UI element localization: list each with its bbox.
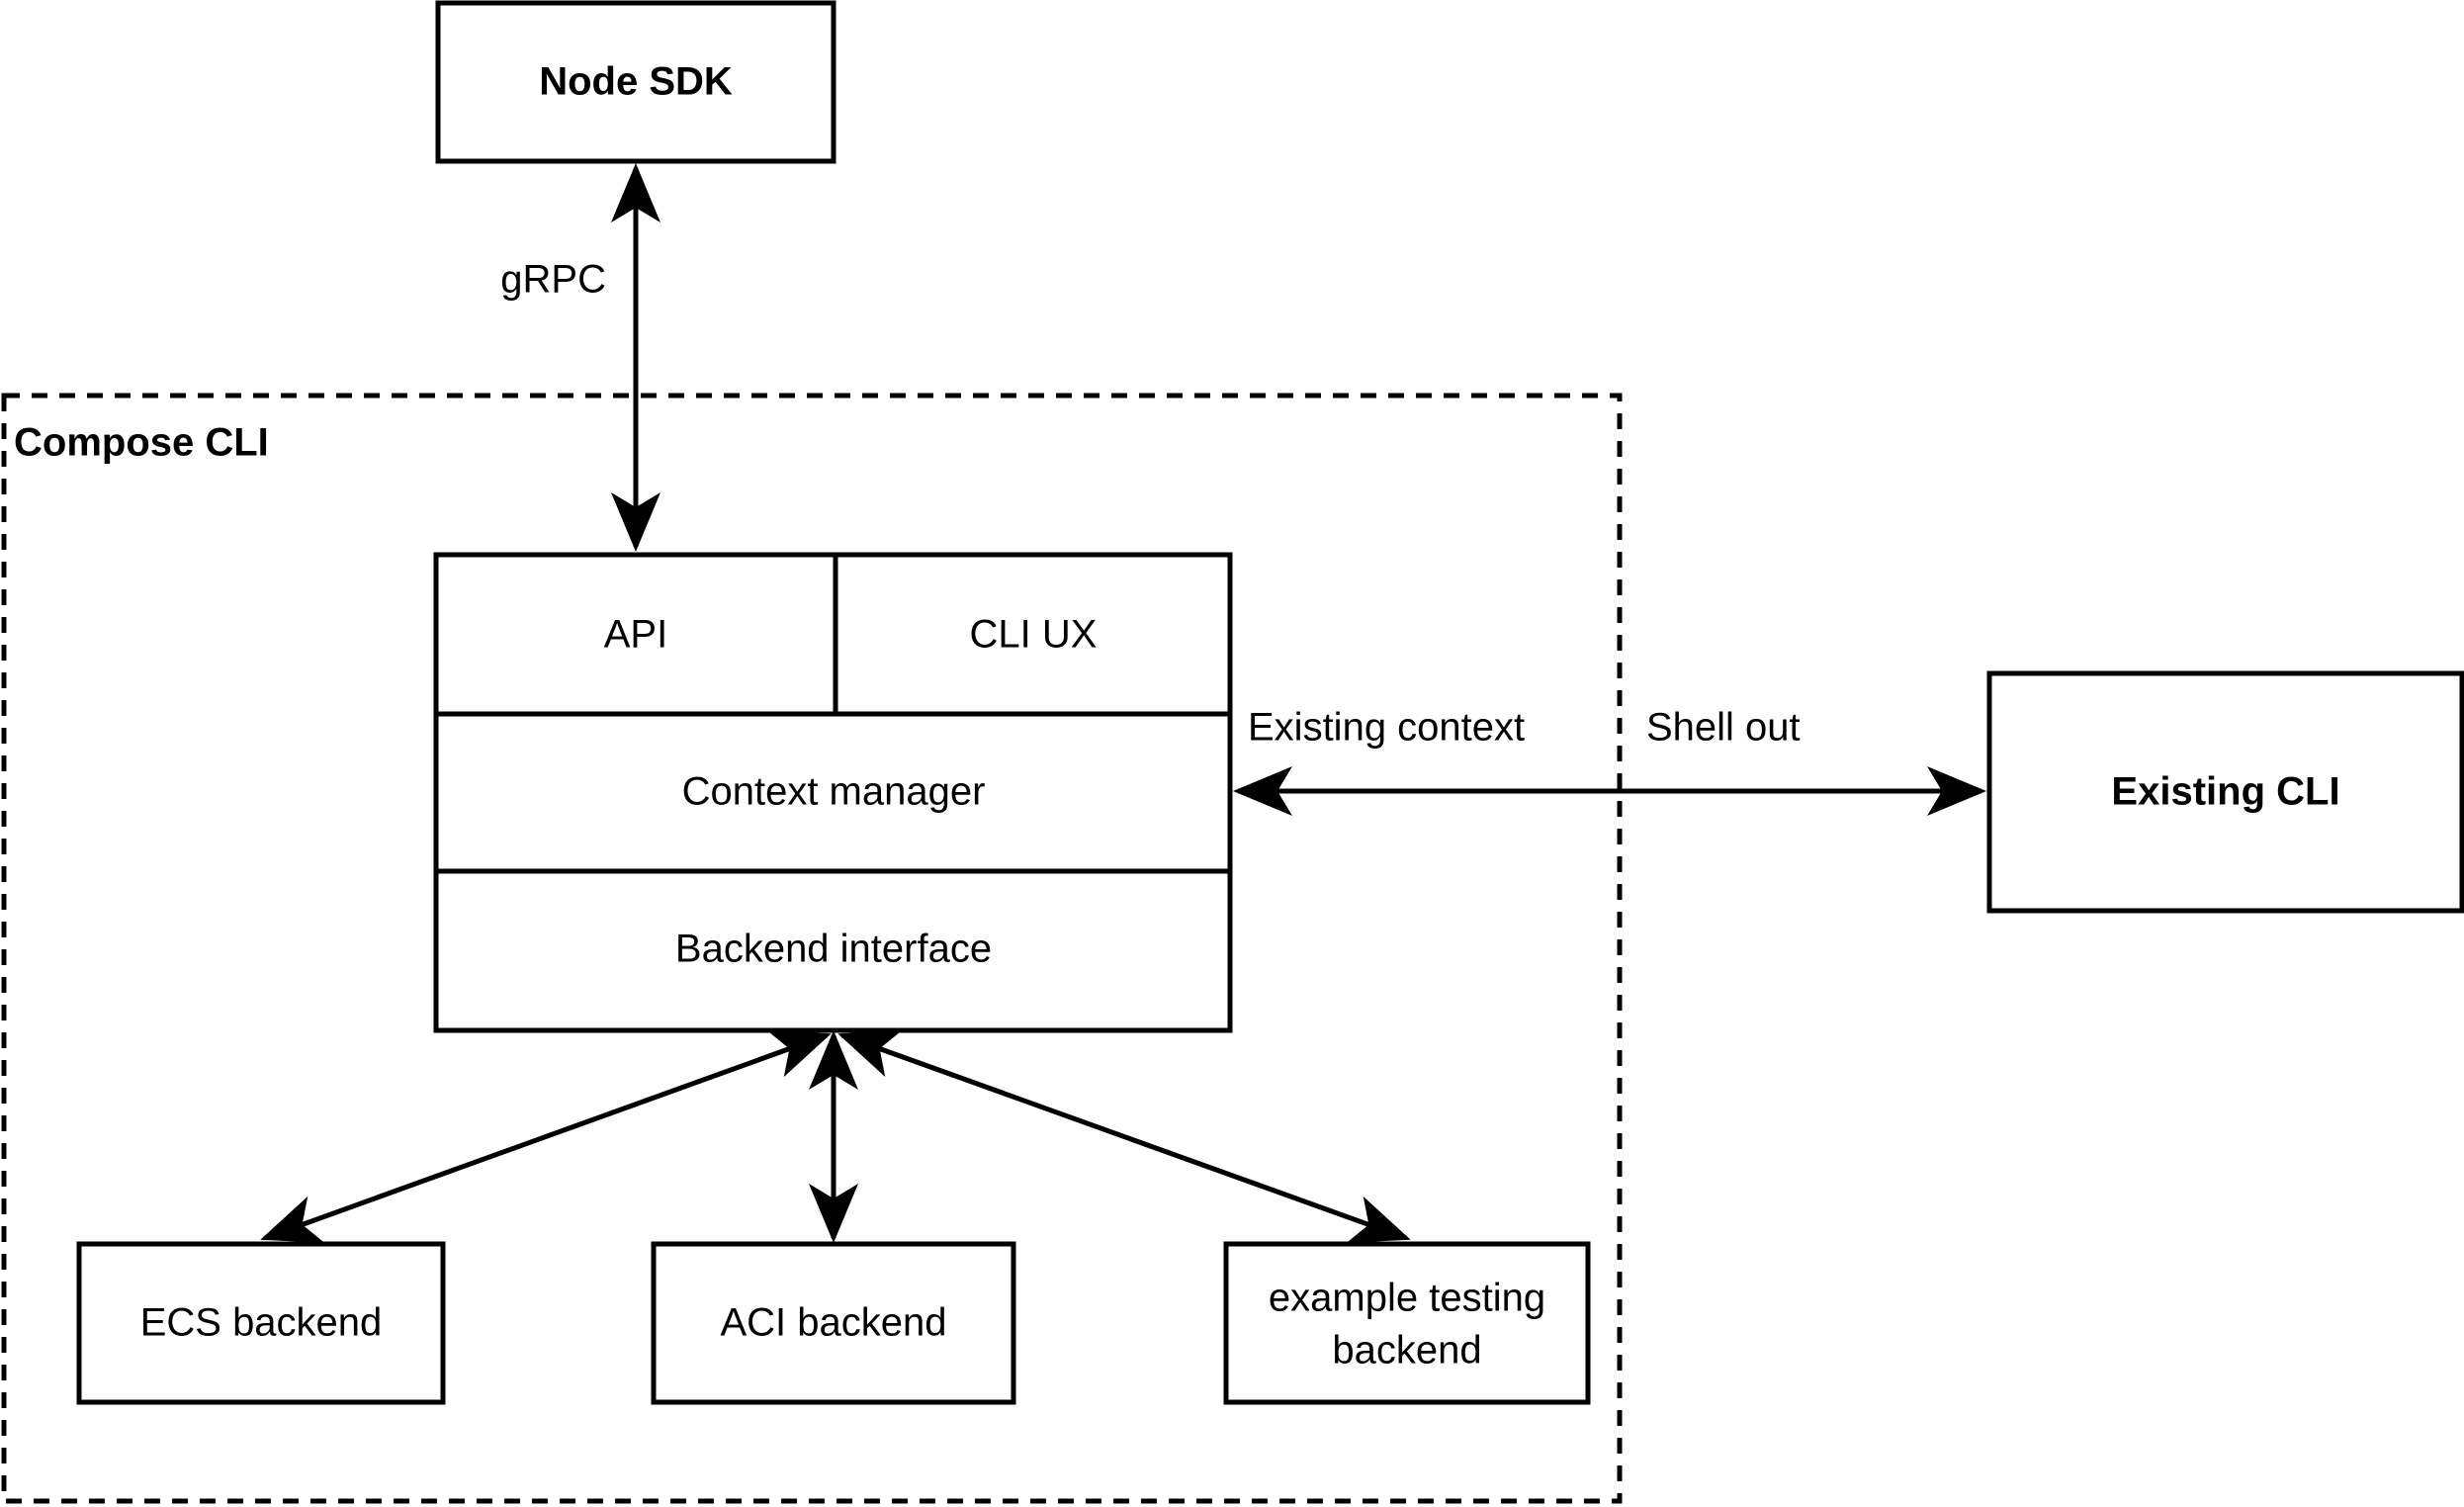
ecs-backend-label: ECS backend [140,1301,383,1345]
existing-cli-label: Existing CLI [2111,770,2339,814]
aci-backend-label: ACI backend [720,1301,946,1345]
example-testing-backend-label-line1: example testing [1269,1277,1545,1320]
api-label: API [604,613,667,657]
existing-context-edge-label: Existing context [1248,706,1525,750]
aci-backend-box[interactable] [651,1241,1016,1405]
grpc-edge-label: gRPC [500,258,606,302]
backend-interface-label: Backend interface [675,928,992,971]
compose-cli-group-border [1,393,1623,1504]
compose-cli-group-label: Compose CLI [14,421,269,465]
example-testing-backend-box[interactable] [1223,1241,1591,1405]
backend-to-example-edge [837,1030,1411,1243]
example-testing-backend-label-line2: backend [1332,1329,1481,1373]
ecs-backend-box[interactable] [76,1241,446,1405]
node-sdk-box[interactable] [435,0,836,164]
context-manager-label: Context manager [682,770,986,814]
backend-to-ecs-edge [260,1030,832,1243]
cli-ux-label: CLI UX [970,613,1098,657]
node-sdk-label: Node SDK [539,60,733,104]
existing-cli-box[interactable] [1986,670,2464,914]
shell-out-edge-label: Shell out [1646,706,1801,750]
